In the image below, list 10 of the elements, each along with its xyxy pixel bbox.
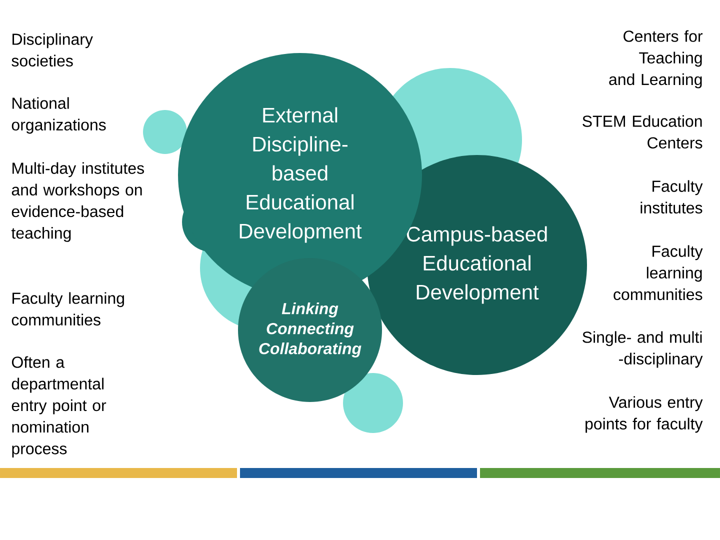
list-item: Faculty institutes: [640, 180, 703, 214]
list-item: National organizations: [12, 97, 106, 134]
list-item: STEM Education Centers: [582, 115, 702, 149]
list-item: Disciplinary societies: [12, 33, 93, 67]
list-item: Faculty learning communities: [614, 245, 703, 300]
list-item: Often a departmental entry point or nomination process: [12, 356, 106, 458]
list-item: Faculty learning communities: [12, 292, 124, 326]
list-item: Various entry points for faculty: [586, 396, 703, 433]
list-item: Centers for Teaching and Learning: [609, 30, 703, 88]
list-item: Multi-day institutes and workshops on evidence-based teaching: [11, 162, 144, 242]
